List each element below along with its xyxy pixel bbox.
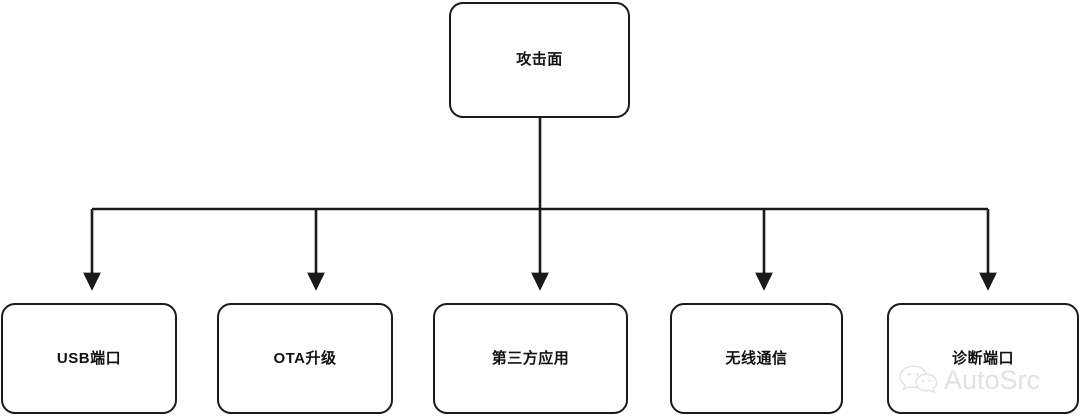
node-label-wireless-communication: 无线通信 bbox=[725, 349, 788, 367]
node-diagnostic-port[interactable]: 诊断端口 bbox=[887, 303, 1079, 414]
node-ota-upgrade[interactable]: OTA升级 bbox=[217, 303, 393, 414]
node-label-attack-surface: 攻击面 bbox=[516, 51, 563, 68]
node-label-diagnostic-port: 诊断端口 bbox=[951, 349, 1014, 367]
node-usb-port[interactable]: USB端口 bbox=[1, 303, 177, 414]
node-third-party-app[interactable]: 第三方应用 bbox=[433, 303, 628, 414]
node-label-ota-upgrade: OTA升级 bbox=[273, 349, 337, 367]
node-attack-surface[interactable]: 攻击面 bbox=[449, 2, 630, 118]
node-label-usb-port: USB端口 bbox=[56, 349, 122, 367]
node-label-third-party-app: 第三方应用 bbox=[491, 349, 570, 367]
node-wireless-communication[interactable]: 无线通信 bbox=[670, 303, 843, 414]
